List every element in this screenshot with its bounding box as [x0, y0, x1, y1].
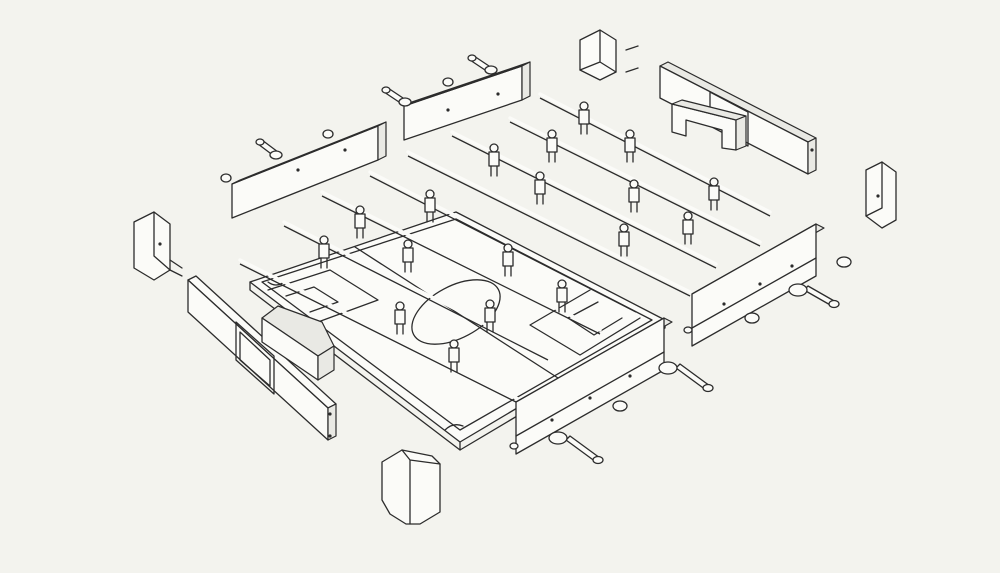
player-figure	[394, 301, 406, 335]
rod-handle-grip-front	[548, 283, 840, 465]
player-figure	[708, 177, 720, 211]
player-rod	[320, 190, 602, 335]
player-figure	[682, 211, 694, 245]
player-figure	[448, 339, 460, 373]
bumpers	[509, 256, 852, 450]
goal-box-right	[671, 99, 747, 151]
player-figure	[402, 239, 414, 273]
player-figure	[534, 171, 546, 205]
player-rod	[538, 92, 772, 217]
corner-bracket-top	[579, 29, 639, 81]
side-wall-panel-back	[231, 61, 531, 219]
player-figure	[484, 299, 496, 333]
player-figure	[488, 143, 500, 177]
corner-bracket-right	[865, 161, 897, 229]
player-rod	[238, 258, 522, 405]
player-rod	[406, 150, 692, 297]
player-figure	[546, 129, 558, 163]
player-figure	[502, 243, 514, 277]
goal-box-left	[261, 305, 335, 381]
player-figure	[556, 279, 568, 313]
corner-bracket-bottom	[381, 449, 441, 525]
player-figure	[318, 235, 330, 269]
player-rod	[368, 170, 638, 313]
rod-handle-grip-back	[220, 54, 498, 183]
corner-bracket-left	[133, 211, 183, 281]
player-figure	[578, 101, 590, 135]
player-figure	[618, 223, 630, 257]
player-figure	[354, 205, 366, 239]
player-figure	[624, 129, 636, 163]
side-wall-panel-front	[515, 223, 825, 455]
player-figures	[318, 101, 720, 373]
player-figure	[628, 179, 640, 213]
player-figure	[424, 189, 436, 223]
